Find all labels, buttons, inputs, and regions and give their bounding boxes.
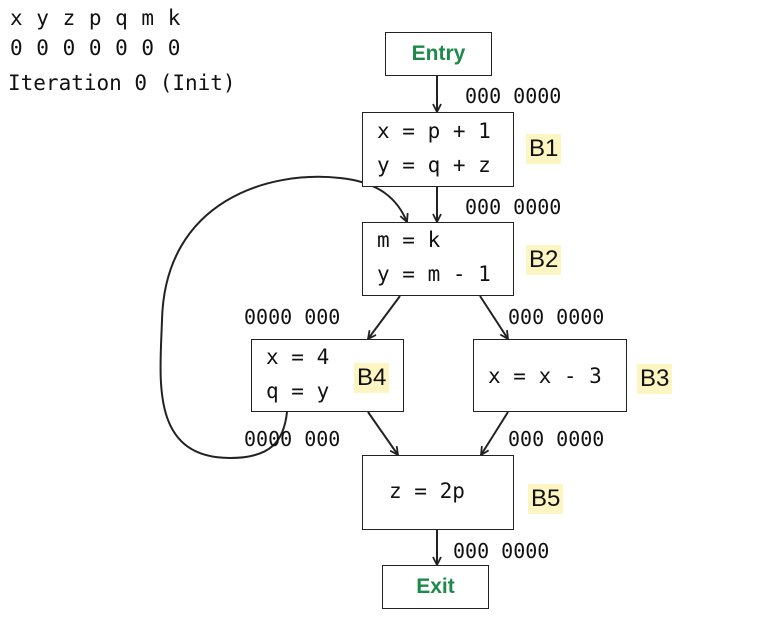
edge-label-b5-exit: 000 0000: [453, 539, 550, 563]
block-b3: x = x - 3: [473, 339, 627, 412]
edge-label-entry-b1: 000 0000: [465, 84, 562, 108]
bit-vector-header: 0 0 0 0 0 0 0: [10, 36, 181, 60]
b3-label: B3: [637, 364, 673, 394]
block-b4: x = 4 q = y B4: [251, 339, 404, 412]
edge-b2-b3: [479, 295, 508, 339]
iteration-title: Iteration 0 (Init): [8, 71, 236, 95]
edge-label-b3-b5: 000 0000: [508, 427, 605, 451]
block-b5: z = 2p: [362, 455, 514, 530]
edge-label-b2-b3: 000 0000: [508, 305, 605, 329]
variables-header: x y z p q m k: [10, 6, 181, 30]
exit-node: Exit: [382, 565, 489, 609]
b2-label: B2: [526, 245, 562, 275]
b1-statement-2: y = q + z: [377, 153, 491, 177]
b5-statement-1: z = 2p: [389, 479, 465, 503]
b4-statement-2: q = y: [266, 379, 330, 403]
b1-label: B1: [526, 134, 562, 164]
b2-statement-2: y = m - 1: [377, 262, 491, 286]
b4-label: B4: [354, 363, 390, 393]
edge-label-b2-b4: 0000 000: [244, 305, 341, 329]
edge-b2-b4: [368, 295, 401, 339]
b4-statement-1: x = 4: [266, 345, 330, 369]
block-b1: x = p + 1 y = q + z: [362, 112, 514, 187]
entry-node: Entry: [385, 32, 492, 76]
edge-label-b4-b5: 0000 000: [244, 427, 341, 451]
b1-statement-1: x = p + 1: [377, 119, 491, 143]
edge-b4-b5: [367, 411, 398, 455]
entry-label: Entry: [411, 42, 466, 65]
edge-b4-b2-loop: [159, 175, 407, 460]
b5-label: B5: [528, 484, 564, 514]
block-b2: m = k y = m - 1: [362, 222, 514, 296]
b3-statement-1: x = x - 3: [488, 364, 602, 388]
b2-statement-1: m = k: [377, 228, 441, 252]
edge-label-b1-b2: 000 0000: [465, 195, 562, 219]
edge-b3-b5: [481, 411, 509, 455]
exit-label: Exit: [416, 575, 455, 598]
